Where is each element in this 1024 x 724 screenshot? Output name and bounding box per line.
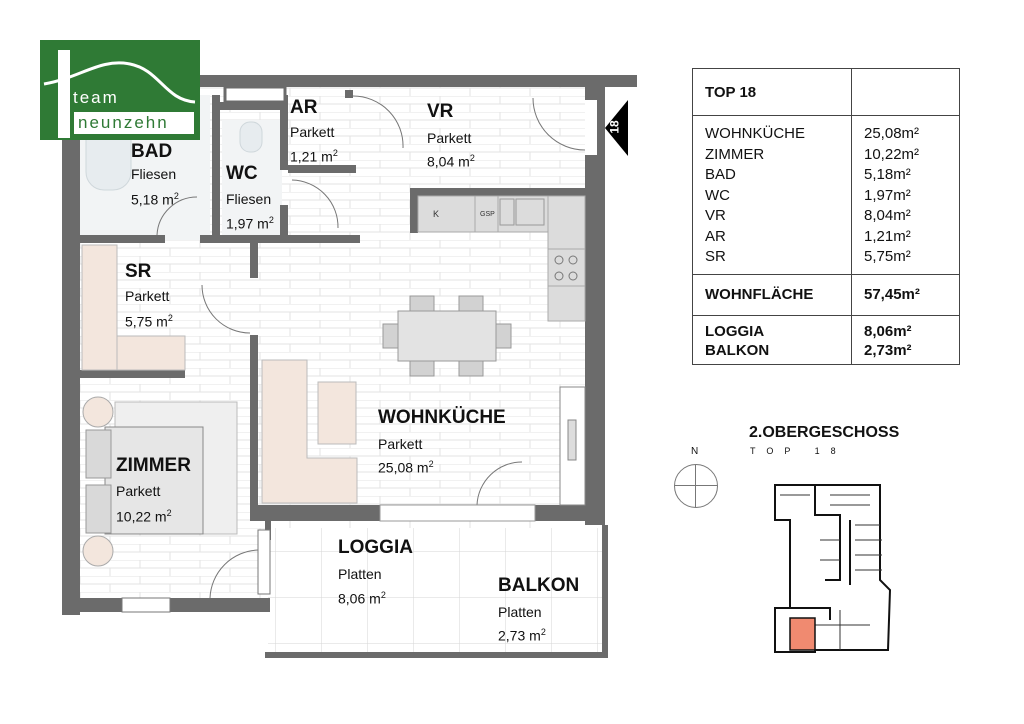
room-zimmer-name: ZIMMER (116, 455, 191, 476)
room-loggia-area: 8,06 m2 (338, 590, 386, 607)
room-vr-floor: Parkett (427, 130, 472, 146)
north-label: N (691, 446, 699, 457)
room-loggia-name: LOGGIA (338, 537, 413, 558)
table-total-label: WOHNFLÄCHE (692, 273, 852, 316)
room-wohnkueche-area: 25,08 m2 (378, 459, 434, 476)
table-title: TOP 18 (692, 68, 852, 116)
team-neunzehn-logo: team neunzehn (40, 40, 200, 140)
logo-text-team: team (73, 88, 119, 107)
room-wc-area: 1,97 m2 (226, 215, 274, 232)
room-ar-area: 1,21 m2 (290, 148, 338, 165)
building-keyplan (774, 484, 892, 653)
room-ar-floor: Parkett (290, 124, 335, 140)
room-vr-name: VR (427, 101, 454, 122)
room-balkon-floor: Platten (498, 604, 542, 620)
room-sr-name: SR (125, 261, 152, 282)
compass-icon (674, 464, 718, 508)
table-total-area: 57,45m² (851, 273, 960, 316)
room-bad-name: BAD (131, 141, 173, 162)
floor-title: 2.OBERGESCHOSS (749, 424, 900, 441)
room-wohnkueche-floor: Parkett (378, 436, 423, 452)
fridge-label: K (433, 209, 439, 219)
dishwasher-label: GSP (480, 211, 495, 218)
room-sr-floor: Parkett (125, 288, 170, 304)
room-bad-floor: Fliesen (131, 166, 177, 182)
logo-text-neunzehn: neunzehn (78, 113, 169, 132)
walls (62, 75, 637, 658)
room-vr-area: 8,04 m2 (427, 153, 475, 170)
floor-subtitle: TOP 18 (750, 446, 847, 456)
room-wohnkueche-name: WOHNKÜCHE (378, 407, 506, 428)
room-zimmer-floor: Parkett (116, 483, 161, 499)
room-bad-area: 5,18 m2 (131, 191, 179, 208)
room-zimmer-area: 10,22 m2 (116, 508, 172, 525)
triangle-left-icon (605, 100, 628, 156)
room-balkon-area: 2,73 m2 (498, 627, 546, 644)
room-loggia-floor: Platten (338, 566, 382, 582)
room-wc-floor: Fliesen (226, 191, 272, 207)
room-ar-name: AR (290, 97, 318, 118)
room-balkon-name: BALKON (498, 575, 580, 596)
highlighted-unit (789, 617, 816, 651)
room-sr-area: 5,75 m2 (125, 313, 173, 330)
room-wc-name: WC (226, 163, 258, 184)
logo-mark-icon (43, 50, 196, 138)
unit-marker-label: 18 (607, 120, 622, 134)
